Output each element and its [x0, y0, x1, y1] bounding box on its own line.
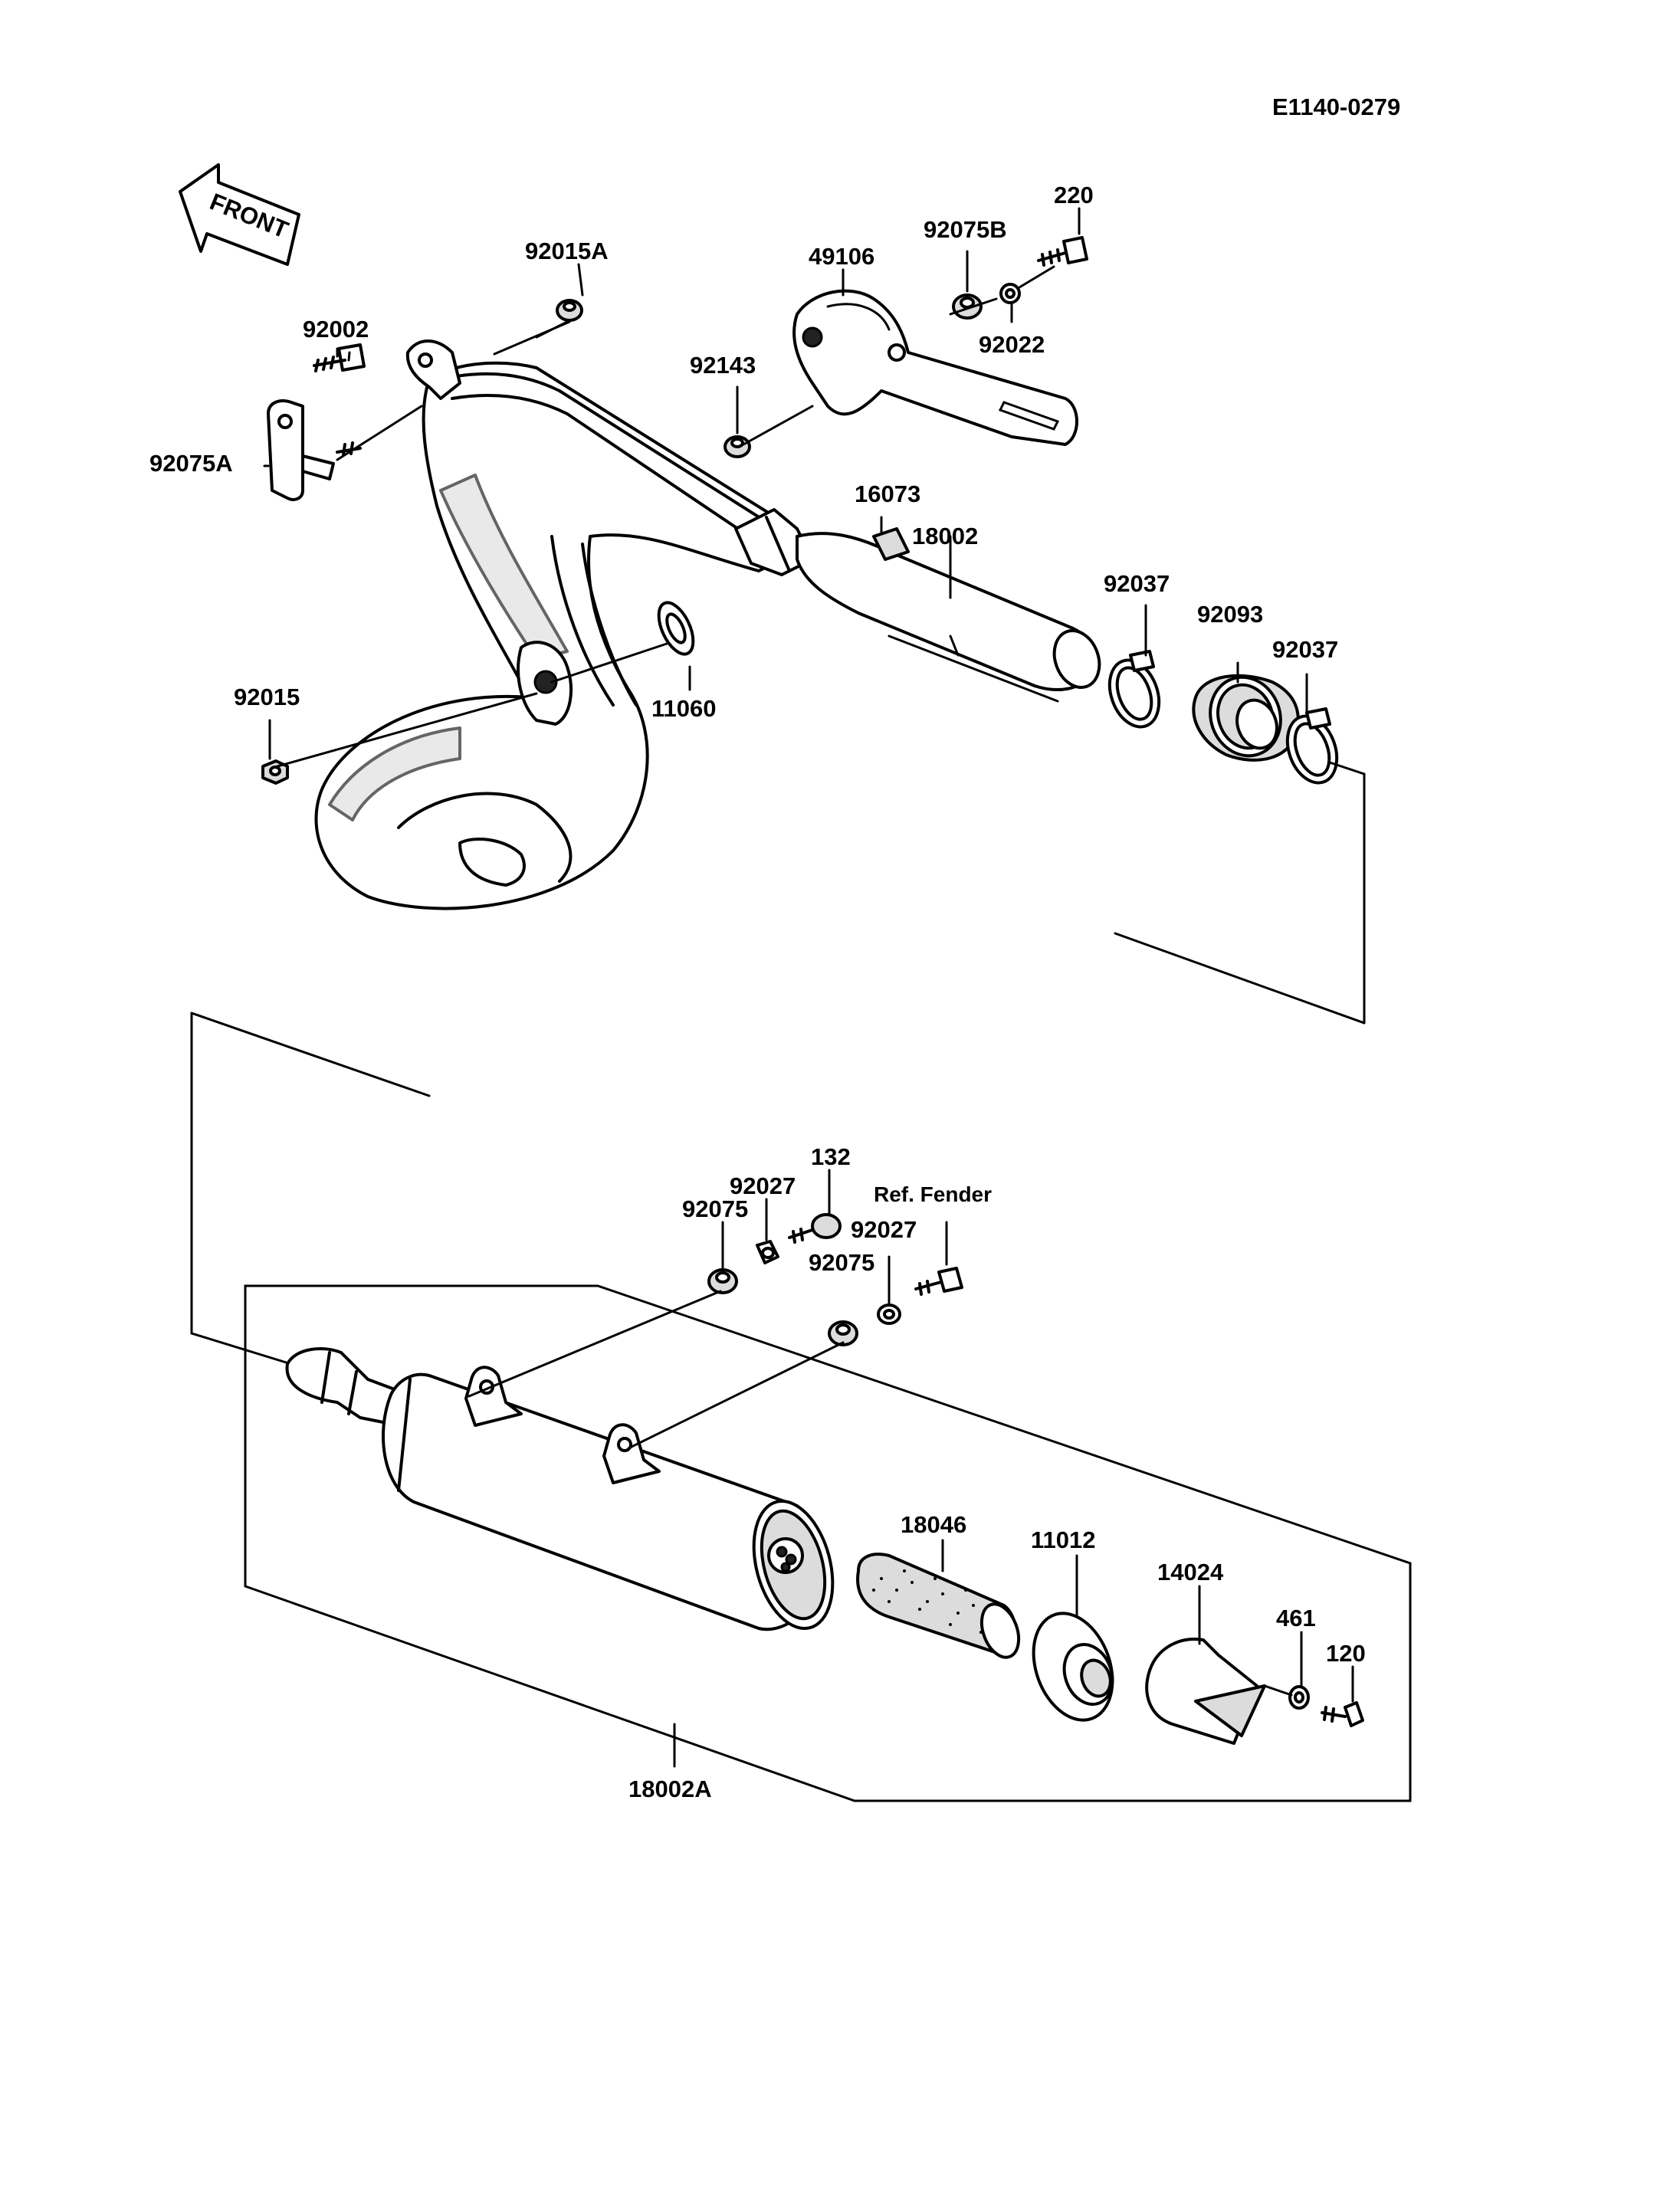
silencer-packing: [856, 1553, 1021, 1659]
label-92022: 92022: [979, 331, 1045, 358]
assembly-connector: [190, 1012, 431, 1366]
front-arrow-icon: FRONT: [179, 163, 300, 266]
clamp-92037-front: [1107, 650, 1161, 729]
bolt-220: [1037, 236, 1088, 267]
label-92037-rear: 92037: [1272, 636, 1338, 663]
nut-92015a: [556, 299, 583, 322]
collar-92027-left: [756, 1240, 779, 1264]
damper-92075-right: [828, 1320, 858, 1346]
label-18002: 18002: [912, 523, 978, 549]
spark-arrestor: [1145, 1638, 1266, 1745]
exhaust-bracket: [792, 289, 1078, 446]
label-92075-left: 92075: [682, 1195, 748, 1222]
label-92027-right: 92027: [851, 1216, 917, 1243]
upper-leader-lines: [263, 207, 1366, 1025]
label-14024: 14024: [1157, 1559, 1224, 1585]
label-92027-left: 92027: [730, 1172, 796, 1199]
lower-leader-lines: [468, 1169, 1354, 1703]
label-220: 220: [1054, 182, 1094, 208]
washer-461: [1288, 1685, 1310, 1710]
muffler-assembly-box: [244, 1284, 1412, 1802]
collar-92027-right: [877, 1303, 901, 1325]
damper-92075-left: [707, 1268, 738, 1294]
bolt-132: [788, 1213, 842, 1244]
label-461: 461: [1276, 1605, 1316, 1631]
label-92002: 92002: [303, 316, 369, 343]
label-92093: 92093: [1197, 601, 1263, 628]
ref-fender-note: Ref. Fender: [874, 1182, 992, 1206]
label-92015a: 92015A: [525, 238, 609, 264]
clamp-92037-rear: [1285, 707, 1339, 785]
bolt-120: [1321, 1701, 1364, 1727]
joint-92093: [1192, 674, 1300, 762]
washer-92022: [999, 283, 1021, 304]
diagram-code: E1140-0279: [1272, 93, 1400, 120]
label-11060: 11060: [651, 695, 717, 722]
label-18046: 18046: [901, 1511, 966, 1538]
bolt-92002: [313, 343, 366, 372]
label-92015: 92015: [234, 684, 300, 710]
label-92037-front: 92037: [1104, 570, 1170, 597]
label-120: 120: [1326, 1640, 1366, 1667]
bracket-92075a: [267, 399, 362, 501]
label-92075b: 92075B: [924, 216, 1007, 243]
label-18002a: 18002A: [628, 1776, 712, 1802]
label-92143: 92143: [690, 352, 756, 379]
label-92075-right: 92075: [809, 1249, 874, 1276]
bolt-ref-fender: [914, 1267, 963, 1296]
label-92075a: 92075A: [149, 450, 233, 477]
rubber-16073: [872, 527, 910, 561]
damper-92075b: [952, 293, 983, 320]
label-11012: 11012: [1031, 1526, 1096, 1553]
expansion-chamber: [314, 339, 1101, 910]
gasket-part: [657, 601, 695, 656]
label-132: 132: [811, 1143, 851, 1170]
nut-92015: [261, 759, 289, 785]
end-cap-gasket: [1032, 1612, 1114, 1722]
label-16073: 16073: [855, 480, 920, 507]
silencer-body: [285, 1347, 835, 1631]
damper-92143: [724, 435, 751, 458]
label-49106: 49106: [809, 243, 874, 270]
